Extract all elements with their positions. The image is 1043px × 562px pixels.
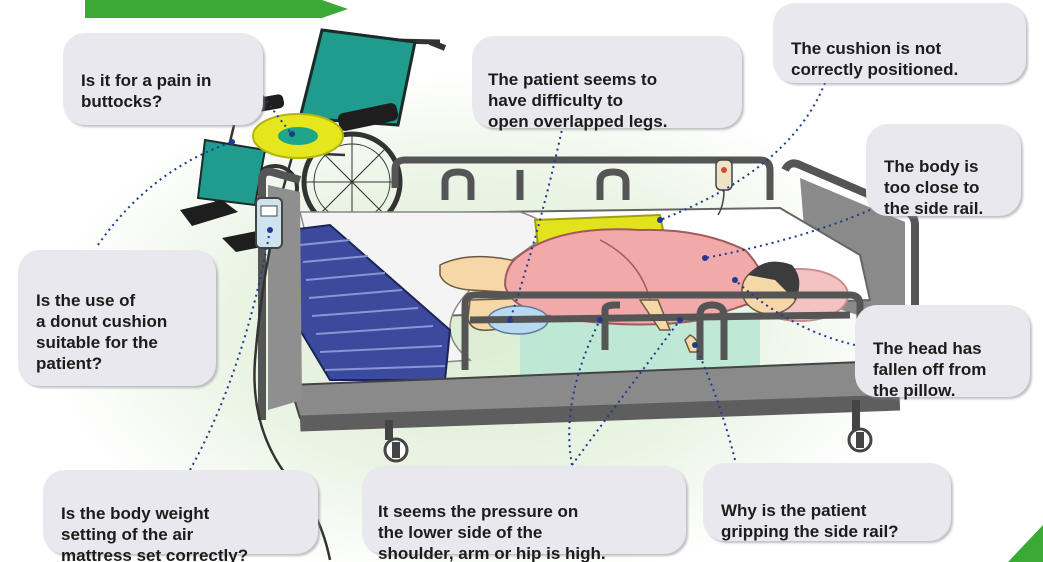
callout-gripping-rail-text: Why is the patient gripping the side rai… (721, 500, 937, 542)
callout-pain-buttocks-text: Is it for a pain in buttocks? (81, 70, 249, 112)
bed-back-rail (395, 160, 770, 200)
callout-body-weight-text: Is the body weight setting of the air ma… (61, 503, 304, 562)
green-tab-corner (1008, 525, 1043, 562)
wheelchair-footrest (180, 200, 238, 226)
wheelchair-seat-side (198, 140, 265, 205)
callout-pressure: It seems the pressure on the lower side … (362, 466, 686, 554)
callout-cushion-position: The cushion is not correctly positioned. (773, 3, 1026, 83)
bed-back-rail-loops (445, 170, 626, 200)
callout-overlapped-legs-text: The patient seems to have difficulty to … (488, 69, 728, 132)
callout-head-fallen-text: The head has fallen off from the pillow. (873, 338, 1016, 401)
callout-body-weight: Is the body weight setting of the air ma… (43, 470, 318, 554)
controller-screen (261, 206, 277, 216)
callout-overlapped-legs: The patient seems to have difficulty to … (472, 36, 742, 128)
green-tab-top (85, 0, 348, 18)
callout-pressure-text: It seems the pressure on the lower side … (378, 501, 672, 562)
callout-donut-cushion-text: Is the use of a donut cushion suitable f… (36, 290, 202, 374)
callout-cushion-position-text: The cushion is not correctly positioned. (791, 38, 1012, 80)
nurse-call-pendant (716, 160, 732, 190)
callout-gripping-rail: Why is the patient gripping the side rai… (703, 463, 951, 541)
donut-cushion-hole (278, 127, 318, 145)
callout-head-fallen: The head has fallen off from the pillow. (855, 305, 1030, 397)
callout-close-to-rail: The body is too close to the side rail. (866, 124, 1021, 216)
callout-close-to-rail-text: The body is too close to the side rail. (884, 156, 1007, 219)
callout-pain-buttocks: Is it for a pain in buttocks? (63, 33, 263, 125)
callout-donut-cushion: Is the use of a donut cushion suitable f… (18, 250, 216, 386)
